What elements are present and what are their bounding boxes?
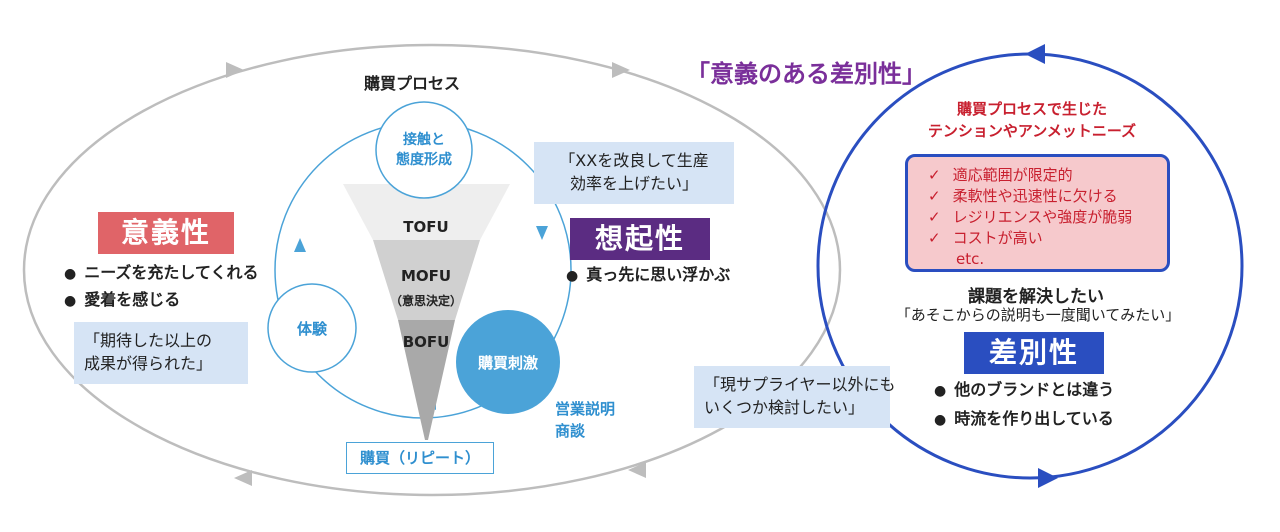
funnel-bofu-label: BOFU bbox=[402, 333, 450, 351]
ellipse-arrow-top-left bbox=[226, 62, 244, 78]
ellipse-arrow-bottom-left bbox=[234, 470, 252, 486]
tension-item: 適応範囲が限定的 bbox=[928, 165, 1167, 186]
supplier-quote: 「現サプライヤー以外にも いくつか検討したい」 bbox=[694, 366, 896, 428]
cycle-arrow-right bbox=[536, 226, 548, 240]
solve-quote: 「あそこからの説明も一度聞いてみたい」 bbox=[895, 306, 1181, 324]
purchase-repeat-box: 購買（リピート） bbox=[346, 442, 494, 474]
outer-ellipse bbox=[22, 43, 842, 497]
contact-circle bbox=[375, 101, 473, 199]
meaningfulness-bullets: ニーズを充たしてくれる 愛着を感じる bbox=[64, 260, 258, 314]
funnel-mofu-label: MOFU bbox=[400, 267, 452, 285]
process-title: 購買プロセス bbox=[364, 74, 461, 93]
sales-note: 営業説明 商談 bbox=[555, 400, 616, 440]
blue-arrow-top bbox=[1025, 44, 1045, 64]
salience-tag: 想起性 bbox=[570, 218, 710, 260]
tension-etc: etc. bbox=[956, 250, 985, 268]
funnel-bofu bbox=[398, 320, 455, 440]
meaningfulness-tag: 意義性 bbox=[98, 212, 234, 254]
salience-quote: 「XXを改良して生産 効率を上げたい」 bbox=[534, 142, 734, 204]
salience-bullet: 真っ先に思い浮かぶ bbox=[566, 262, 730, 289]
tension-item: 柔軟性や迅速性に欠ける bbox=[928, 186, 1167, 207]
tension-item: コストが高い bbox=[928, 228, 1167, 249]
difference-bullets: 他のブランドとは違う 時流を作り出している bbox=[934, 376, 1114, 434]
funnel-tofu bbox=[343, 184, 510, 240]
stimulus-circle bbox=[456, 310, 560, 414]
experience-label: 体験 bbox=[296, 320, 327, 338]
solve-title: 課題を解決したい bbox=[968, 287, 1104, 307]
salience-bullets: 真っ先に思い浮かぶ bbox=[566, 262, 730, 289]
funnel-tofu-label: TOFU bbox=[403, 218, 449, 236]
meaningfulness-quote: 「期待した以上の 成果が得られた」 bbox=[74, 322, 248, 384]
tension-title: 購買プロセスで生じた テンションやアンメットニーズ bbox=[927, 100, 1137, 140]
cycle-arrow-left bbox=[294, 238, 306, 252]
blue-arrow-bottom bbox=[1038, 468, 1058, 488]
tension-box: 適応範囲が限定的 柔軟性や迅速性に欠ける レジリエンスや強度が脆弱 コストが高い… bbox=[905, 154, 1170, 272]
difference-bullet: 時流を作り出している bbox=[934, 405, 1114, 434]
tension-item: レジリエンスや強度が脆弱 bbox=[928, 207, 1167, 228]
difference-tag: 差別性 bbox=[964, 332, 1104, 374]
experience-circle bbox=[267, 283, 357, 373]
funnel-mofu bbox=[373, 240, 480, 320]
contact-label: 接触と 態度形成 bbox=[396, 132, 452, 168]
meaningfulness-bullet: ニーズを充たしてくれる bbox=[64, 260, 258, 287]
difference-bullet: 他のブランドとは違う bbox=[934, 376, 1114, 405]
stimulus-label: 購買刺激 bbox=[477, 354, 538, 372]
ellipse-arrow-bottom-right bbox=[628, 462, 646, 478]
main-title: 「意義のある差別性」 bbox=[686, 60, 926, 88]
funnel-mofu-sub: （意思決定） bbox=[389, 294, 462, 308]
ellipse-arrow-top-right bbox=[612, 62, 630, 78]
meaningfulness-bullet: 愛着を感じる bbox=[64, 287, 258, 314]
